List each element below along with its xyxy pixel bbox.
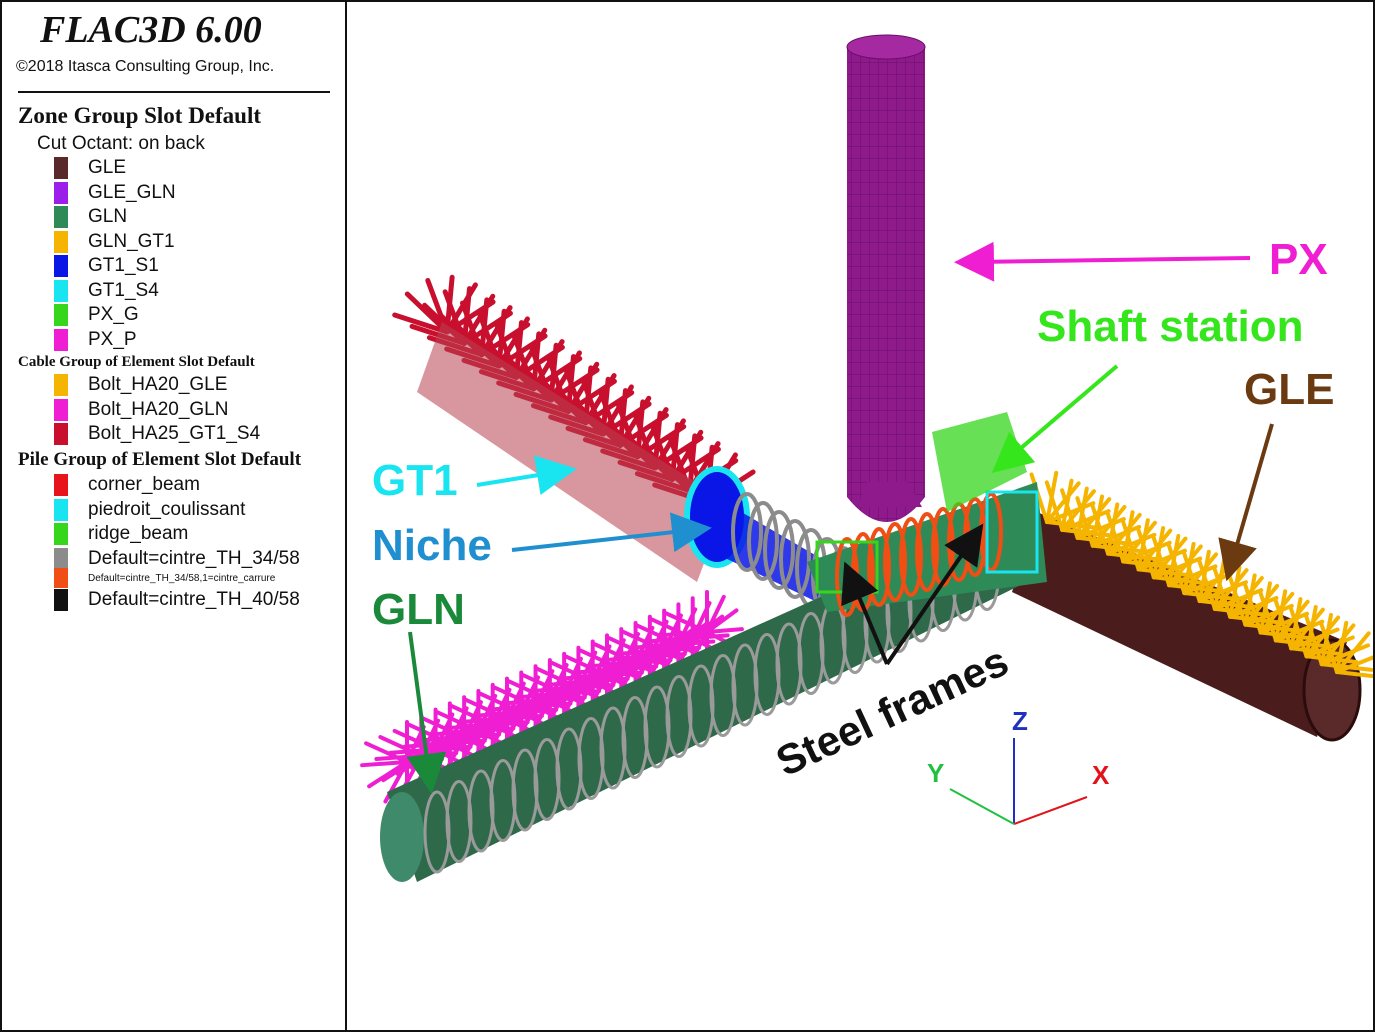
legend-item: Bolt_HA20_GLE xyxy=(54,374,227,396)
legend-label: corner_beam xyxy=(88,474,200,495)
gt1-label: GT1 xyxy=(372,456,458,505)
y-axis xyxy=(949,788,1015,825)
legend-separator xyxy=(18,91,330,93)
legend-item: ridge_beam xyxy=(54,523,188,545)
gle-label: GLE xyxy=(1244,365,1334,414)
axis-triad: Z X Y xyxy=(927,706,1110,825)
zone-group-subtitle: Cut Octant: on back xyxy=(37,133,205,154)
legend-label: GLN xyxy=(88,206,128,227)
legend-item: corner_beam xyxy=(54,474,200,496)
legend-swatch xyxy=(54,280,68,302)
gle-arrow xyxy=(1218,423,1274,582)
pile-group-title: Pile Group of Element Slot Default xyxy=(18,449,302,470)
legend-item: Default=cintre_TH_34/58,1=cintre_carrure xyxy=(54,568,275,588)
legend-label: PX_P xyxy=(88,329,137,350)
legend-item: Default=cintre_TH_40/58 xyxy=(54,589,300,611)
legend-label: ridge_beam xyxy=(88,523,189,544)
legend-swatch xyxy=(54,548,68,570)
px-label: PX xyxy=(1269,235,1328,284)
legend-swatch xyxy=(54,523,68,545)
legend-item: GLE xyxy=(54,157,126,179)
legend-item: GLN xyxy=(54,206,127,228)
steel-frames-arrow-2 xyxy=(885,523,984,666)
legend-item: piedroit_coulissant xyxy=(54,499,245,521)
legend-swatch xyxy=(54,231,68,253)
gt1-arrow xyxy=(476,455,577,495)
y-axis-label: Y xyxy=(927,758,944,788)
legend-swatch xyxy=(54,399,68,421)
legend-swatch xyxy=(54,374,68,396)
legend-swatch xyxy=(54,182,68,204)
legend-label: Default=cintre_TH_34/58 xyxy=(88,548,300,569)
legend-label: GT1_S1 xyxy=(88,255,159,276)
legend-swatch xyxy=(54,499,68,521)
legend-item: Bolt_HA20_GLN xyxy=(54,399,228,421)
legend-item: PX_P xyxy=(54,329,137,351)
app-title: FLAC3D 6.00 xyxy=(40,9,262,51)
x-axis-label: X xyxy=(1092,760,1110,790)
legend-label: GLE xyxy=(88,157,127,178)
gt1-tunnel xyxy=(392,274,875,635)
legend-label: GLN_GT1 xyxy=(88,231,175,252)
legend-item: GT1_S1 xyxy=(54,255,159,277)
shaft-station-label: Shaft station xyxy=(1037,302,1303,351)
legend-label: Default=cintre_TH_34/58,1=cintre_carrure xyxy=(88,572,276,584)
x-axis xyxy=(1013,796,1088,825)
model-view: PX Shaft station GLE GT1 Niche GLN Steel… xyxy=(360,34,1373,882)
legend-swatch xyxy=(54,423,68,445)
copyright: ©2018 Itasca Consulting Group, Inc. xyxy=(16,58,275,75)
niche-label: Niche xyxy=(372,521,492,570)
legend-swatch xyxy=(54,304,68,326)
legend-label: Bolt_HA20_GLN xyxy=(88,399,229,420)
legend-item: GLN_GT1 xyxy=(54,231,175,253)
legend-item: Bolt_HA25_GT1_S4 xyxy=(54,423,260,445)
legend-label: piedroit_coulissant xyxy=(88,499,246,520)
legend-swatch xyxy=(54,206,68,228)
gle-tunnel xyxy=(1012,470,1373,742)
gle-bolts xyxy=(1029,470,1373,679)
px-arrow xyxy=(954,241,1251,282)
legend-swatch xyxy=(54,329,68,351)
gln-label: GLN xyxy=(372,585,465,634)
legend-item: PX_G xyxy=(54,304,139,326)
zone-group-title: Zone Group Slot Default xyxy=(18,103,262,128)
px-shaft xyxy=(846,34,1027,522)
legend-item: GT1_S4 xyxy=(54,280,159,302)
legend-item: GLE_GLN xyxy=(54,182,176,204)
legend-panel: FLAC3D 6.00 ©2018 Itasca Consulting Grou… xyxy=(2,2,347,1030)
shaft-station-arrow xyxy=(991,364,1119,473)
legend-label: Bolt_HA25_GT1_S4 xyxy=(88,423,261,444)
legend-swatch xyxy=(54,157,68,179)
steel-frames-arrow-1 xyxy=(841,561,889,665)
legend-label: Bolt_HA20_GLE xyxy=(88,374,228,395)
legend-label: GLE_GLN xyxy=(88,182,176,203)
z-axis-label: Z xyxy=(1012,706,1028,736)
gln-arrow xyxy=(406,631,447,794)
legend-item: Default=cintre_TH_34/58 xyxy=(54,548,300,570)
legend-swatch xyxy=(54,589,68,611)
legend-label: GT1_S4 xyxy=(88,280,159,301)
legend-swatch xyxy=(54,568,68,588)
legend-label: PX_G xyxy=(88,304,139,325)
legend-label: Default=cintre_TH_40/58 xyxy=(88,589,300,610)
niche-arrow xyxy=(511,512,712,553)
legend-swatch xyxy=(54,474,68,496)
legend-swatch xyxy=(54,255,68,277)
cable-group-title: Cable Group of Element Slot Default xyxy=(18,354,255,370)
